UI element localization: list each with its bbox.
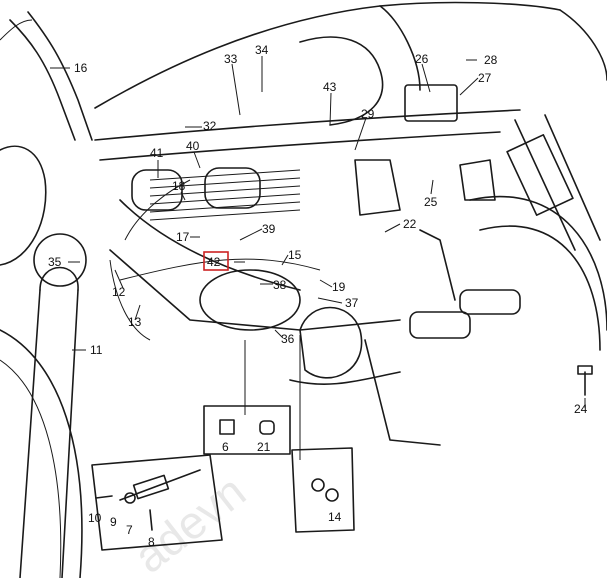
callout-15: 15 [288,248,302,262]
callout-18: 18 [172,179,186,193]
engine-fins [149,169,301,221]
callout-9: 9 [110,515,117,529]
callout-37: 37 [345,296,359,310]
parts-box-6-21 [203,405,291,455]
callout-24: 24 [574,402,588,416]
callout-7: 7 [126,523,133,537]
callout-21: 21 [257,440,271,454]
callout-33: 33 [224,52,238,66]
callout-14: 14 [328,510,342,524]
callout-8: 8 [148,535,155,549]
callout-13: 13 [128,315,142,329]
callout-42: 42 [207,255,221,269]
callout-12: 12 [112,285,126,299]
callout-41: 41 [150,146,164,160]
callout-25: 25 [424,195,438,209]
callout-16: 16 [74,61,88,75]
callout-26: 26 [415,52,429,66]
callout-35: 35 [48,255,62,269]
callout-22: 22 [403,217,417,231]
callout-40: 40 [186,139,200,153]
callout-17: 17 [176,230,190,244]
callout-29: 29 [361,107,375,121]
callout-11: 11 [90,343,103,357]
callout-28: 28 [484,53,498,67]
callout-19: 19 [332,280,346,294]
callout-36: 36 [281,332,295,346]
callout-43: 43 [323,80,337,94]
callout-10: 10 [88,511,102,525]
leader-lines [50,56,586,408]
highlight-box [203,251,229,271]
callout-34: 34 [255,43,269,57]
callout-6: 6 [222,440,229,454]
callout-32: 32 [203,119,217,133]
callout-39: 39 [262,222,276,236]
callout-27: 27 [478,71,492,85]
callout-labels: 16 34 33 26 28 27 43 32 29 41 40 18 25 2… [48,43,588,549]
callout-38: 38 [273,278,287,292]
